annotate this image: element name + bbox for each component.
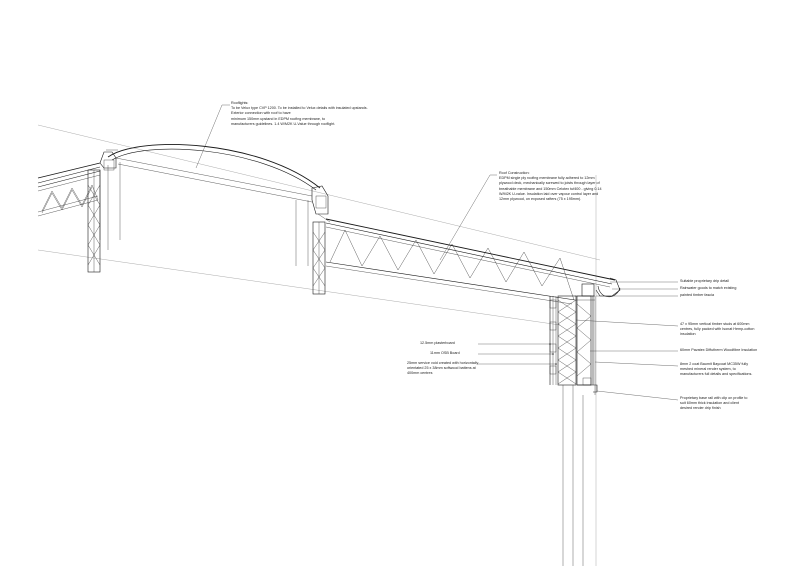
wall-section (549, 295, 598, 566)
rooflight-unit (99, 144, 331, 223)
note-rainwater: Rainwater goods to match existing (680, 286, 737, 290)
note-woodfibre: 60mm Pavatex Diffutherm Woodfibre Insula… (680, 348, 758, 352)
note-base-rail: Proprietary base rail with clip on profi… (680, 396, 748, 411)
note-fascia: painted timber fascia (680, 293, 715, 297)
right-rooflight-kerb (312, 221, 326, 295)
note-studs: 47 x 95mm vertical timber studs at 600mm… (680, 322, 755, 337)
note-plasterboard: 12.5mm plasterboard (420, 341, 455, 345)
note-service-void: 25mm service void created with horizonta… (407, 361, 479, 376)
left-rooflight-kerb (87, 169, 101, 273)
rooflight-opening-lines (107, 162, 309, 266)
leader-lines (195, 104, 679, 401)
guide-lines (37, 124, 601, 566)
left-roof-slope (37, 162, 101, 217)
note-trim: Suitable proprietary drip detail (680, 279, 729, 283)
note-render: 8mm 2 coat Baumit Baycoat MC35W fully me… (680, 362, 753, 377)
note-roof-construction: Roof Construction: EDPM single ply roofi… (499, 171, 602, 202)
note-osb: 11mm OSB Board (430, 351, 460, 355)
main-roof-deck (325, 218, 616, 305)
note-rooflights: Rooflights: To be Velux type CVP 1200. T… (231, 101, 368, 126)
